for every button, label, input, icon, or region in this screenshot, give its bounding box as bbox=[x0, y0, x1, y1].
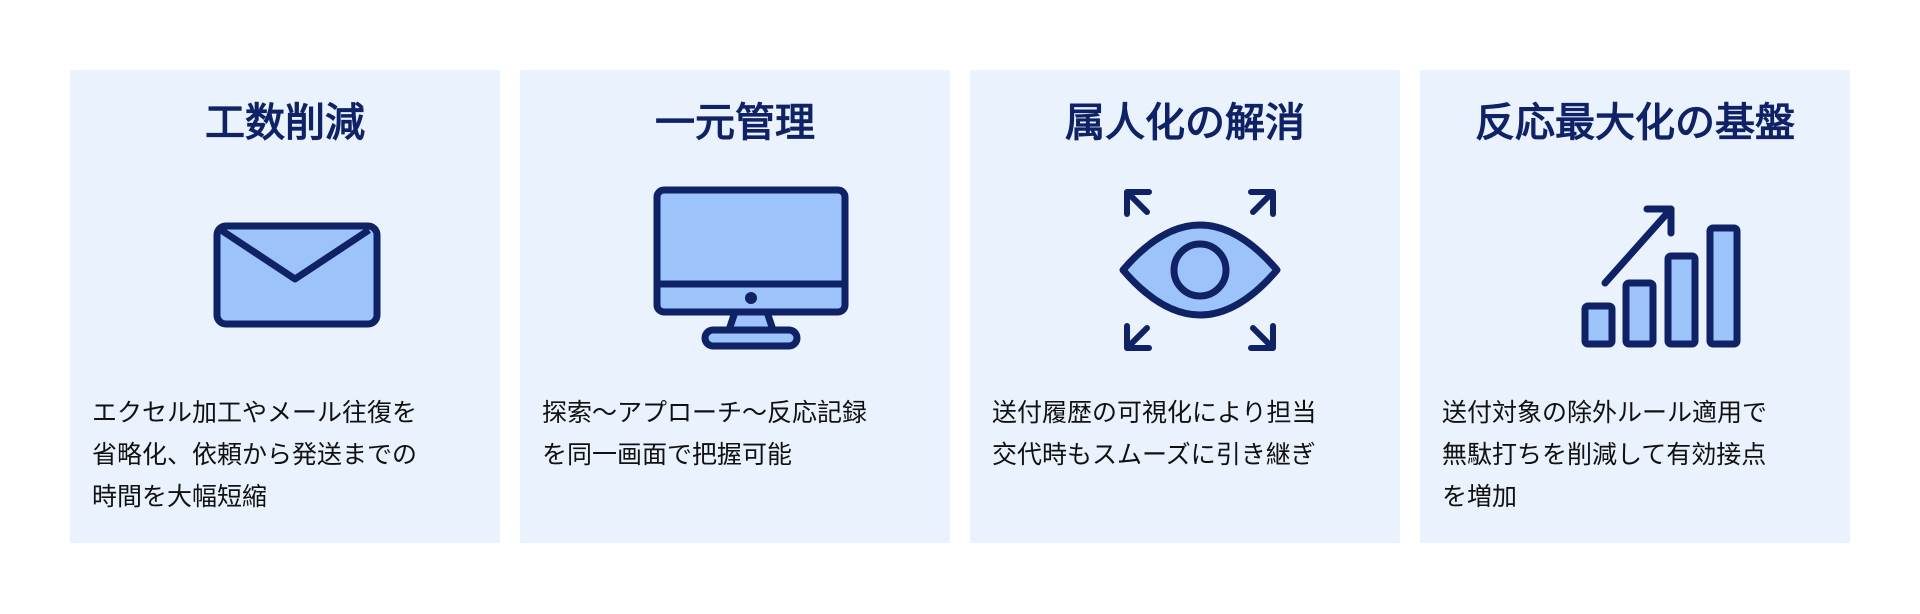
description-line: 送付対象の除外ルール適用で bbox=[1442, 398, 1768, 427]
eye-icon bbox=[1085, 189, 1285, 360]
card-description: エクセル加工やメール往復を 省略化、依頼から発送までの 時間を大幅短縮 bbox=[92, 392, 492, 518]
growth-chart-icon bbox=[1535, 190, 1741, 360]
description-line: 時間を大幅短縮 bbox=[92, 482, 268, 511]
envelope-icon bbox=[185, 190, 385, 360]
card-title: 反応最大化の基盤 bbox=[1475, 100, 1795, 146]
description-line: を同一画面で把握可能 bbox=[542, 440, 793, 469]
description-line: 省略化、依頼から発送までの bbox=[92, 440, 418, 469]
feature-card-response-maximization: 反応最大化の基盤 送付対象の除外ルール適用で 無駄打ちを削減して有効接点 を増加 bbox=[1420, 70, 1850, 543]
feature-card-knowledge-sharing: 属人化の解消 送付履歴の可視化により担当 交代時もスムーズに引き継ぎ bbox=[970, 70, 1400, 543]
card-description: 送付対象の除外ルール適用で 無駄打ちを削減して有効接点 を増加 bbox=[1442, 392, 1842, 518]
card-description: 探索～アプローチ～反応記録 を同一画面で把握可能 bbox=[542, 392, 942, 476]
description-line: 送付履歴の可視化により担当 bbox=[992, 398, 1317, 427]
card-title: 属人化の解消 bbox=[1065, 100, 1305, 146]
description-line: 探索～アプローチ～反応記録 bbox=[542, 398, 868, 427]
description-line: 無駄打ちを削減して有効接点 bbox=[1442, 440, 1767, 469]
feature-card-workload: 工数削減 エクセル加工やメール往復を 省略化、依頼から発送までの 時間を大幅短縮 bbox=[70, 70, 500, 543]
card-description: 送付履歴の可視化により担当 交代時もスムーズに引き継ぎ bbox=[992, 392, 1392, 476]
feature-card-centralized: 一元管理 探索～アプローチ～反応記録 を同一画面で把握可能 bbox=[520, 70, 950, 543]
monitor-icon bbox=[635, 186, 849, 360]
description-line: 交代時もスムーズに引き継ぎ bbox=[992, 440, 1316, 469]
card-title: 工数削減 bbox=[205, 100, 365, 146]
description-line: エクセル加工やメール往復を bbox=[92, 398, 418, 427]
description-line: を増加 bbox=[1442, 482, 1518, 511]
card-title: 一元管理 bbox=[655, 100, 815, 146]
